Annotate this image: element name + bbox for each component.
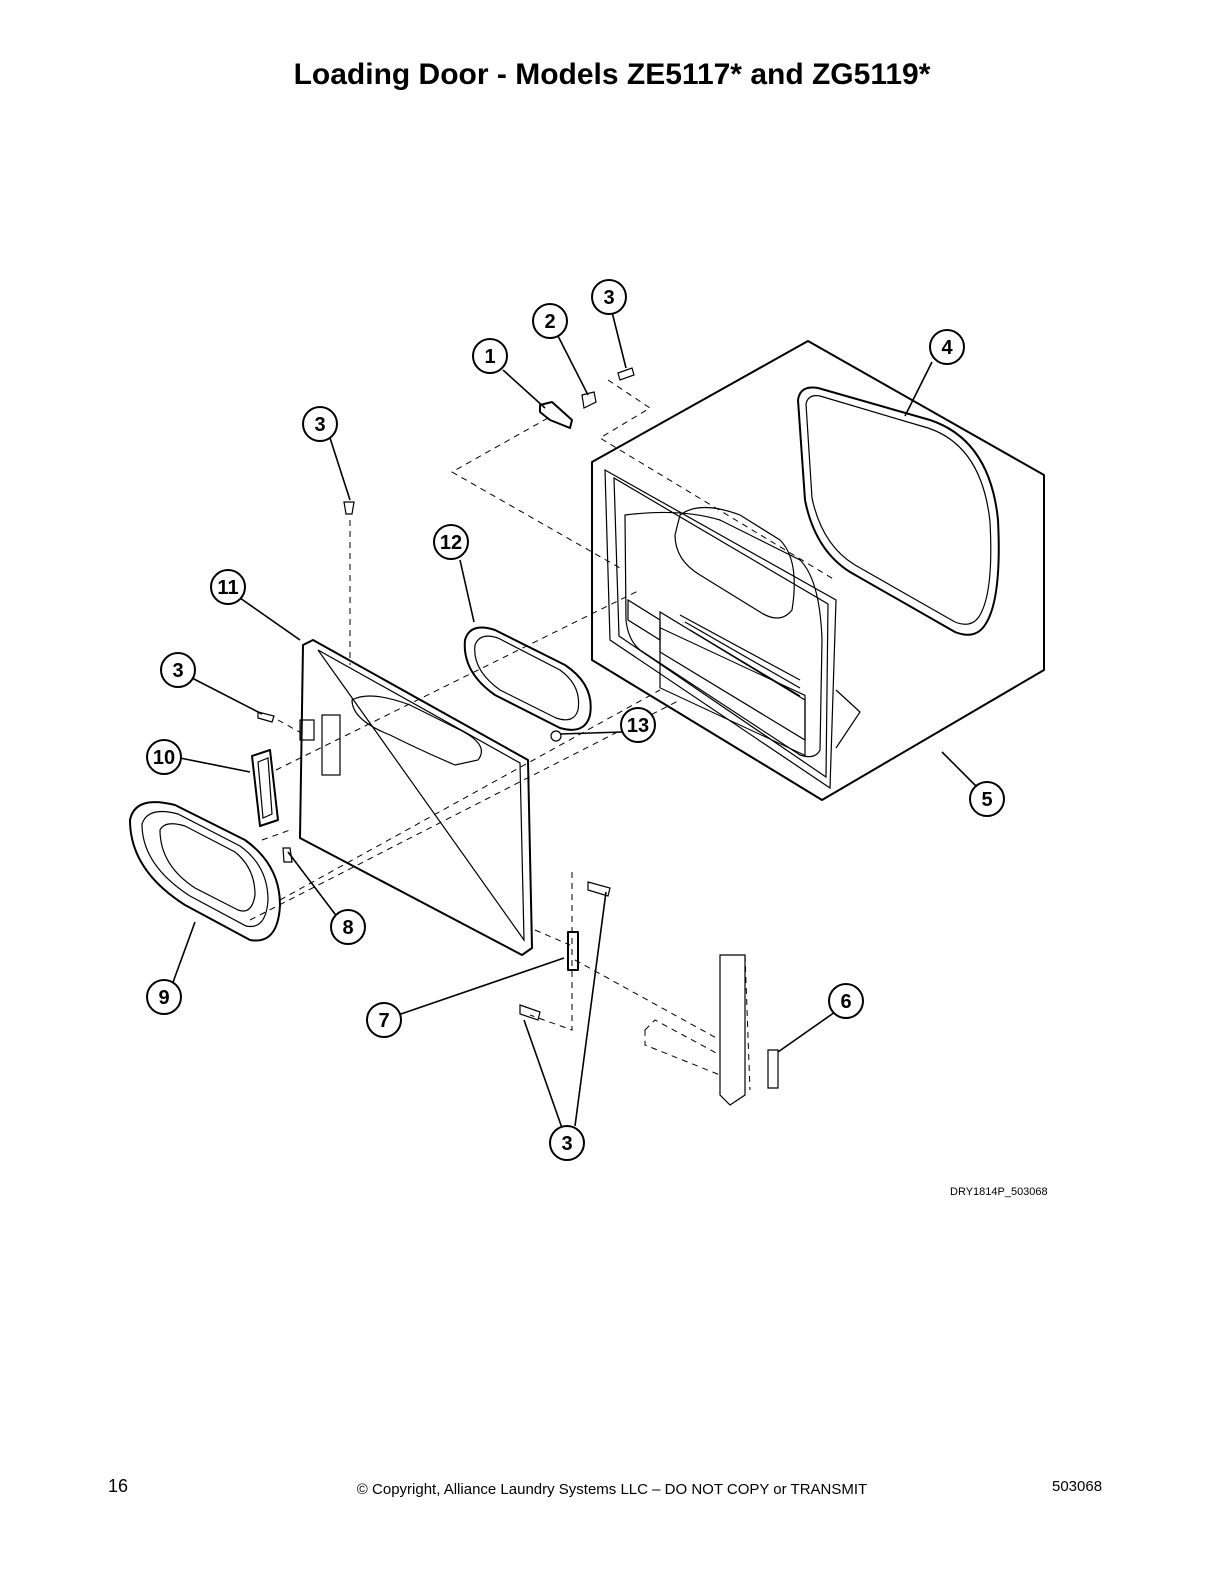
page-title: Loading Door - Models ZE5117* and ZG5119… (293, 58, 931, 91)
outer-door-ring (129, 801, 281, 942)
callout-3-bottom: 3 (549, 1125, 585, 1161)
page-number: 16 (108, 1476, 129, 1496)
callout-4: 4 (929, 329, 965, 365)
assembly-lines (249, 379, 836, 1041)
callout-10: 10 (146, 739, 182, 775)
svg-text:3: 3 (172, 660, 183, 682)
callout-12: 12 (433, 524, 469, 560)
svg-text:11: 11 (217, 577, 238, 599)
leader-lines (171, 311, 979, 1129)
hinge-bracket (644, 954, 751, 1106)
callout-8: 8 (330, 909, 366, 945)
copyright-notice: © Copyright, Alliance Laundry Systems LL… (356, 1481, 868, 1498)
svg-text:3: 3 (603, 287, 614, 309)
small-parts (257, 367, 779, 1089)
callout-11: 11 (210, 569, 246, 605)
document-number: 503068 (1052, 1478, 1103, 1495)
figure-code: DRY1814P_503068 (950, 1186, 1048, 1198)
svg-text:1: 1 (484, 346, 495, 368)
svg-text:4: 4 (941, 337, 953, 359)
callout-2: 2 (532, 303, 568, 339)
svg-text:6: 6 (840, 991, 851, 1013)
svg-text:5: 5 (981, 789, 992, 811)
callout-9: 9 (146, 979, 182, 1015)
callout-7: 7 (366, 1002, 402, 1038)
door-panel (299, 639, 533, 956)
callout-5: 5 (969, 781, 1005, 817)
callout-1: 1 (472, 338, 508, 374)
callout-6: 6 (828, 983, 864, 1019)
svg-text:3: 3 (314, 414, 325, 436)
cabinet-front-panel (591, 340, 1045, 801)
svg-text:8: 8 (342, 917, 353, 939)
callout-3-top: 3 (591, 279, 627, 315)
callout-13: 13 (620, 707, 656, 743)
svg-text:2: 2 (544, 311, 555, 333)
svg-text:7: 7 (378, 1010, 389, 1032)
inner-trim-ring (463, 626, 592, 731)
door-handle-insert (251, 749, 279, 827)
svg-text:12: 12 (440, 532, 462, 554)
svg-text:10: 10 (153, 747, 175, 769)
callout-3-left-top: 3 (302, 406, 338, 442)
svg-text:13: 13 (627, 715, 649, 737)
svg-text:9: 9 (158, 987, 169, 1009)
callout-3-left-mid: 3 (160, 652, 196, 688)
svg-text:3: 3 (561, 1133, 572, 1155)
door-gasket (797, 386, 1000, 636)
